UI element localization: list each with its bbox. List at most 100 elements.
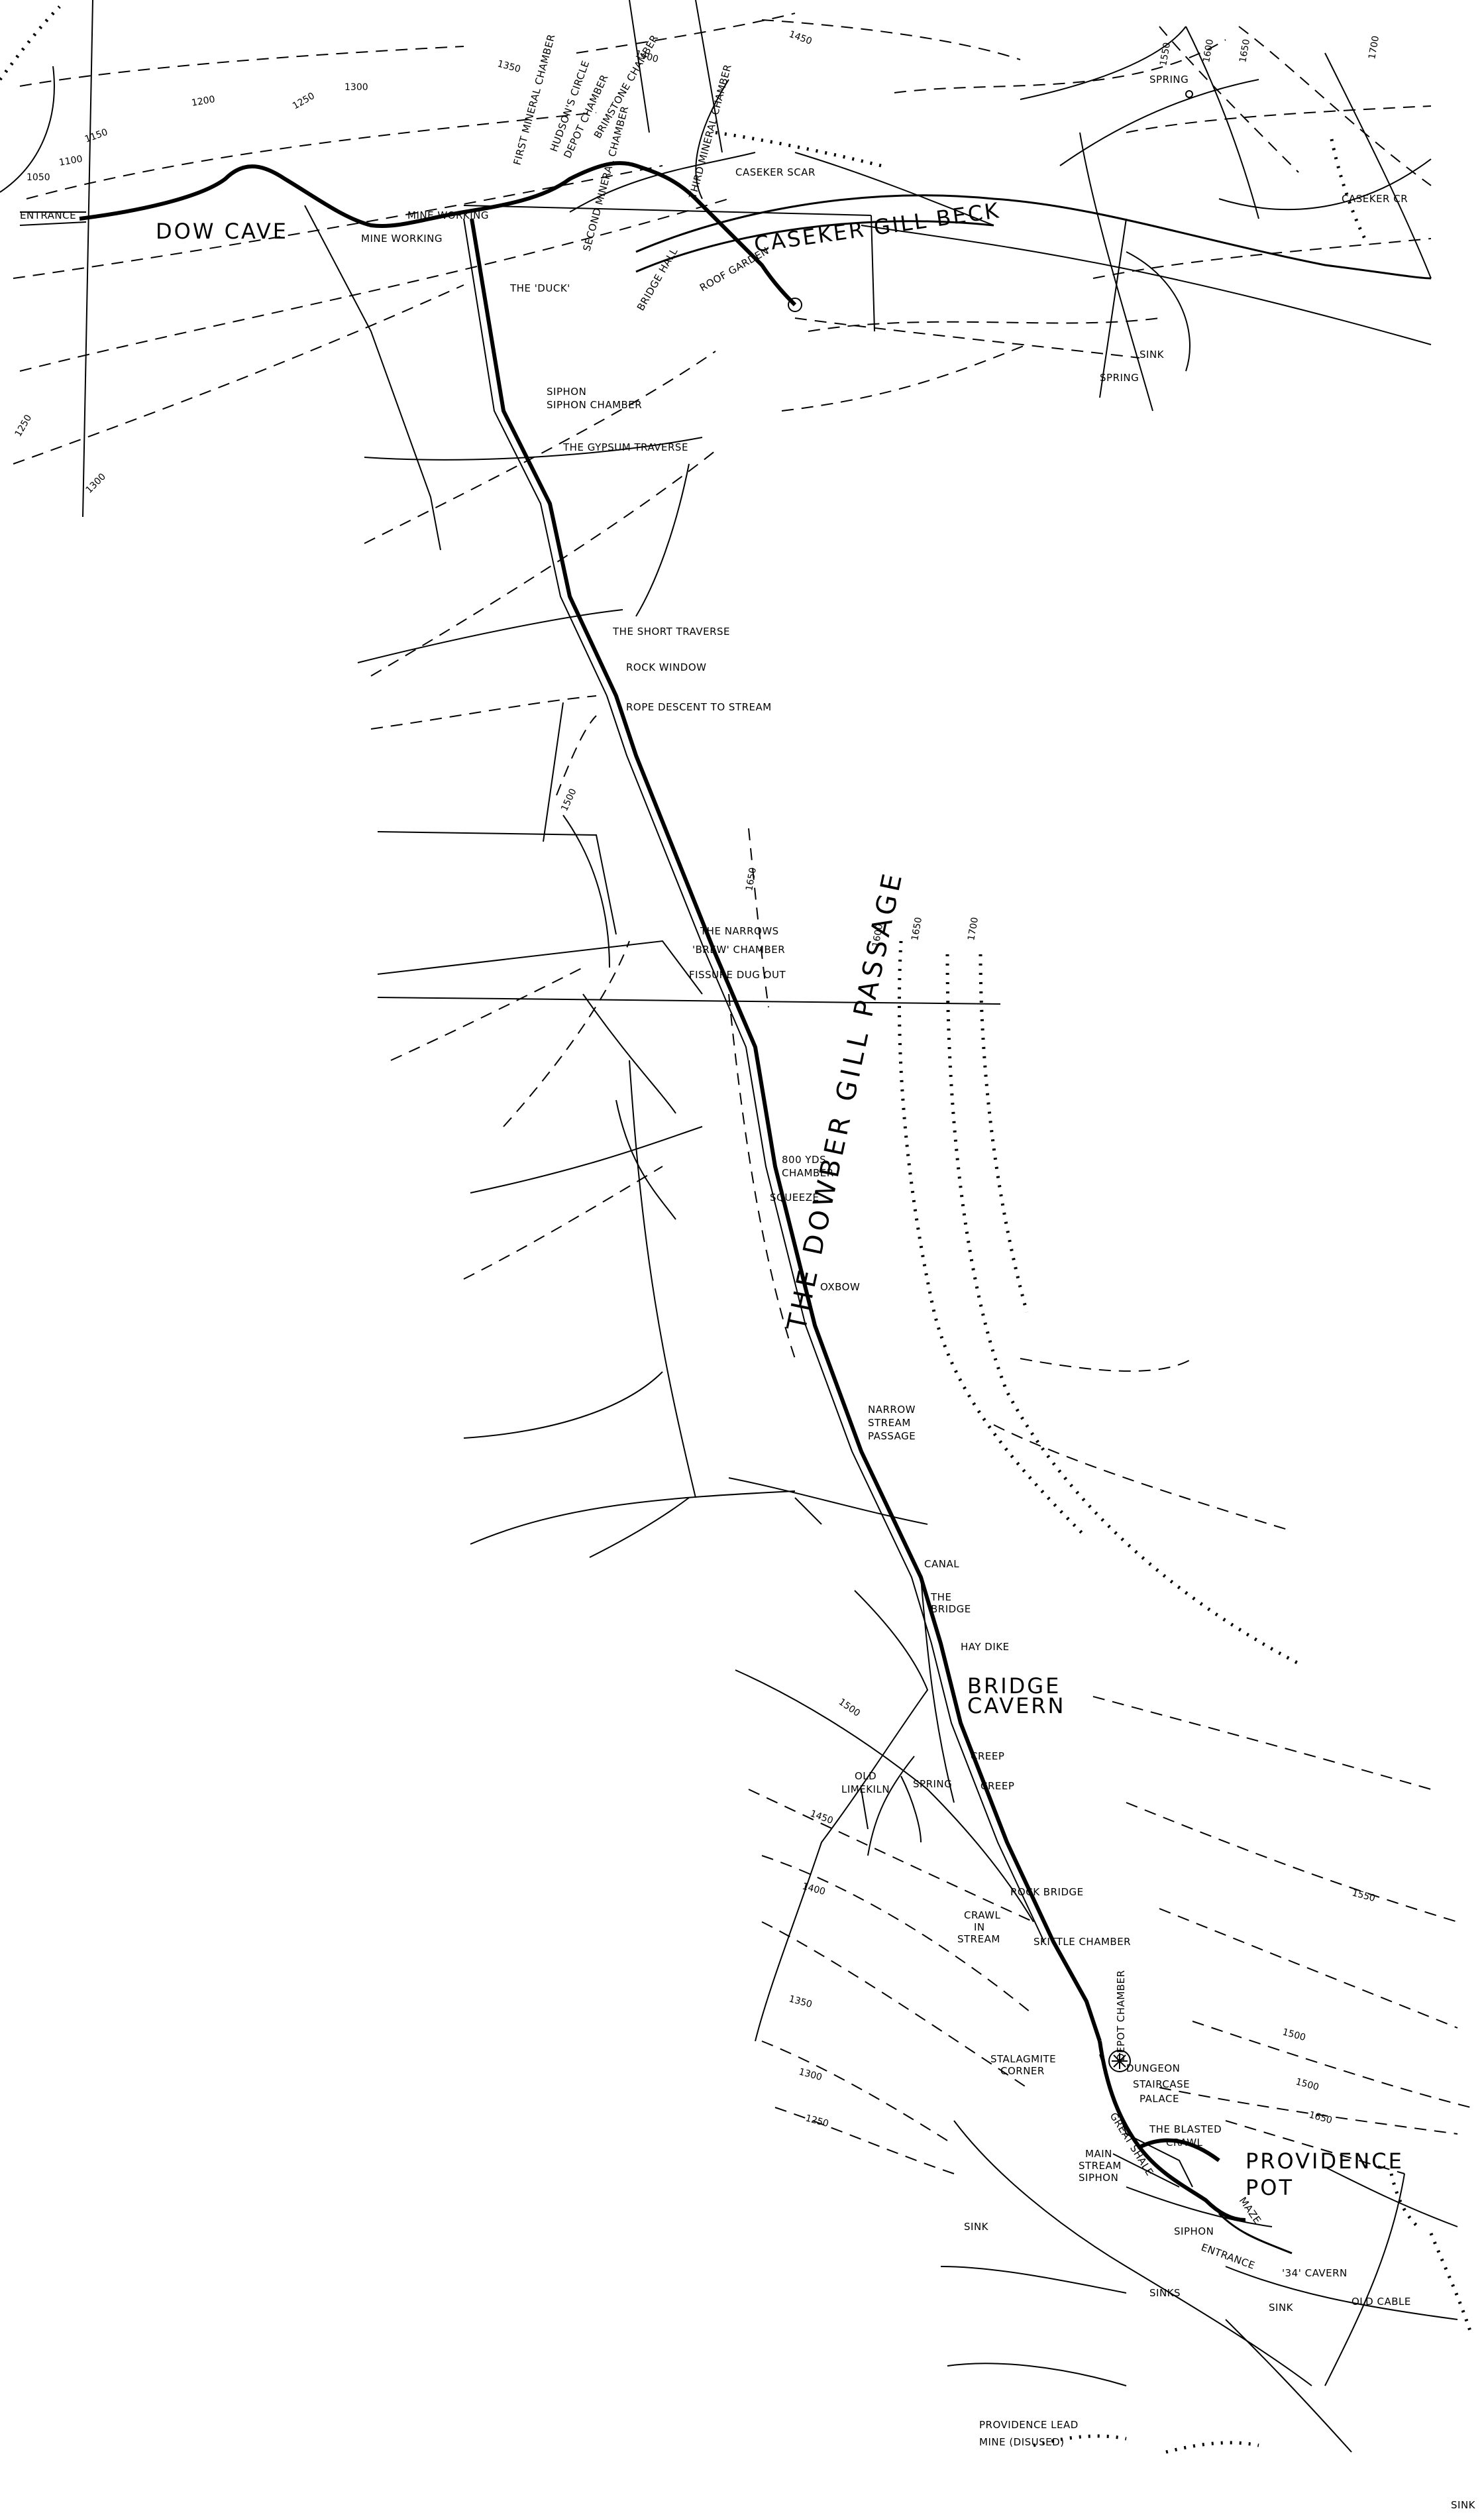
label-the-bridge-1: THE	[930, 1591, 951, 1603]
label-sink-low-3: SINK	[1451, 2499, 1476, 2511]
label-800-yds-2: CHAMBER	[782, 1167, 834, 1179]
label-brew-chamber: 'BREW' CHAMBER	[692, 944, 785, 956]
contour-label: 1300	[84, 471, 109, 496]
label-short-traverse: THE SHORT TRAVERSE	[612, 626, 730, 638]
contour-label: 1500	[1281, 2027, 1307, 2043]
label-narrow-1: NARROW	[868, 1404, 916, 1416]
top-section	[0, 0, 1432, 677]
lower-section	[735, 1577, 1473, 2454]
label-creep-1: CREEP	[971, 1750, 1004, 1762]
label-narrow-2: STREAM	[868, 1417, 911, 1429]
label-spring-mid: SPRING	[913, 1778, 952, 1790]
label-old-cable: OLD CABLE	[1352, 2296, 1411, 2308]
label-rope-descent: ROPE DESCENT TO STREAM	[626, 701, 772, 713]
label-siphon-low: SIPHON	[1174, 2225, 1214, 2237]
contour-label: 1250	[804, 2113, 830, 2129]
contour-label: 1600	[871, 923, 885, 948]
label-staircase: STAIRCASE	[1133, 2078, 1190, 2090]
contour-label: 1250	[291, 91, 317, 112]
contour-label: 1650	[744, 867, 759, 892]
label-gypsum-traverse: THE GYPSUM TRAVERSE	[562, 441, 688, 453]
label-spring-top: SPRING	[1149, 74, 1189, 85]
contour-label: 1500	[559, 787, 579, 813]
label-caseker-cr: CASEKER CR	[1342, 193, 1408, 205]
label-rock-bridge: ROCK BRIDGE	[1010, 1886, 1084, 1898]
label-crawl-2: IN	[974, 1921, 985, 1933]
contour-labels: 1050 1100 1150 1200 1250 1250 1250 1300 …	[13, 29, 1382, 2129]
contour-label: 1500	[837, 1697, 862, 1719]
contour-label: 1650	[1238, 38, 1252, 64]
label-blasted-2: CRAWL	[1166, 2137, 1203, 2149]
label-old-limekiln-1: OLD	[855, 1770, 876, 1782]
label-mine-working-1: MINE WORKING	[361, 233, 443, 245]
dowber-gill-passage	[370, 218, 1300, 2042]
label-narrow-3: PASSAGE	[868, 1430, 916, 1442]
label-sink-top: SINK	[1140, 349, 1165, 361]
label-fissure-dug-out: FISSURE DUG OUT	[689, 969, 786, 981]
label-sink-low-1: SINK	[964, 2221, 989, 2233]
contour-label: 1700	[1367, 35, 1381, 60]
label-dungeon: DUNGEON	[1126, 2062, 1180, 2074]
contour-label: 1650	[910, 917, 924, 942]
contour-label: 1250	[13, 413, 34, 439]
label-oxbow: OXBOW	[820, 1281, 860, 1293]
label-old-limekiln-2: LIMEKILN	[841, 1783, 890, 1795]
contour-label: 1550	[1351, 1887, 1377, 1904]
contour-label: 1450	[788, 29, 814, 47]
contour-label: 1500	[1295, 2076, 1320, 2093]
label-bridge-cavern-2: CAVERN	[967, 1693, 1065, 1718]
label-sink-low-2: SINK	[1269, 2302, 1294, 2314]
label-sinks: SINKS	[1149, 2287, 1181, 2299]
label-stalagmite-1: STALAGMITE	[990, 2053, 1056, 2065]
label-800-yds-1: 800 YDS	[782, 1154, 826, 1166]
label-providence-pot-2: POT	[1246, 2175, 1294, 2200]
label-squeeze: SQUEEZE	[770, 1192, 820, 1203]
label-palace: PALACE	[1140, 2093, 1179, 2105]
label-siphon-chamber: SIPHON CHAMBER	[547, 399, 642, 411]
label-main-stream-3: SIPHON	[1079, 2172, 1118, 2184]
contour-label: 1100	[58, 154, 83, 168]
label-dow-cave: DOW CAVE	[156, 219, 288, 244]
label-providence-pot-1: PROVIDENCE	[1246, 2149, 1404, 2174]
label-mine-working-2: MINE WORKING	[407, 209, 489, 221]
contour-label: 1650	[1308, 2109, 1334, 2126]
label-caseker-scar: CASEKER SCAR	[735, 166, 816, 178]
label-the-bridge-2: BRIDGE	[931, 1603, 971, 1615]
label-entrance: ENTRANCE	[20, 209, 76, 221]
contour-label: 1200	[191, 94, 216, 109]
label-bridge-hall: BRIDGE HALL	[635, 246, 680, 313]
contour-label: 1300	[798, 2066, 823, 2083]
label-hay-dike: HAY DIKE	[961, 1641, 1010, 1653]
label-lead-mine-1: PROVIDENCE LEAD	[979, 2419, 1079, 2431]
label-rock-window: ROCK WINDOW	[626, 661, 706, 673]
labels: DOW CAVE ENTRANCE MINE WORKING MINE WORK…	[20, 32, 1476, 2511]
label-stalagmite-2: CORNER	[1000, 2065, 1045, 2077]
contour-label: 1350	[788, 1993, 814, 2010]
label-lead-mine-2: MINE (DISUSED)	[979, 2436, 1065, 2448]
contour-label: 1150	[83, 127, 109, 145]
contour-label: 1050	[26, 172, 50, 183]
label-spring-right: SPRING	[1100, 372, 1139, 384]
label-dowber-gill-passage: THE DOWBER GILL PASSAGE	[782, 867, 910, 1334]
label-skittle-chamber: SKITTLE CHAMBER	[1034, 1936, 1131, 1948]
contour-label: 1700	[966, 917, 980, 942]
label-crawl-3: STREAM	[957, 1933, 1000, 1945]
label-canal: CANAL	[924, 1558, 959, 1570]
contour-label: 1550	[1158, 42, 1173, 67]
contour-label: 1400	[801, 1881, 827, 1897]
label-the-duck: THE 'DUCK'	[509, 282, 570, 294]
contour-label: 1350	[496, 58, 522, 75]
contour-label: 1300	[344, 82, 368, 93]
contour-label: 1600	[1201, 38, 1216, 64]
label-siphon: SIPHON	[547, 386, 586, 398]
label-main-stream-2: STREAM	[1079, 2160, 1122, 2172]
label-crawl-1: CRAWL	[964, 1909, 1001, 1921]
label-the-narrows: THE NARROWS	[700, 925, 779, 937]
label-creep-2: CREEP	[980, 1780, 1014, 1792]
label-main-stream-1: MAIN	[1085, 2148, 1112, 2160]
label-34-cavern: '34' CAVERN	[1282, 2267, 1348, 2279]
label-depot-chamber-low: DEPOT CHAMBER	[1115, 1970, 1127, 2061]
label-bridge-cavern-1: BRIDGE	[967, 1673, 1061, 1699]
label-blasted-1: THE BLASTED	[1149, 2123, 1222, 2135]
